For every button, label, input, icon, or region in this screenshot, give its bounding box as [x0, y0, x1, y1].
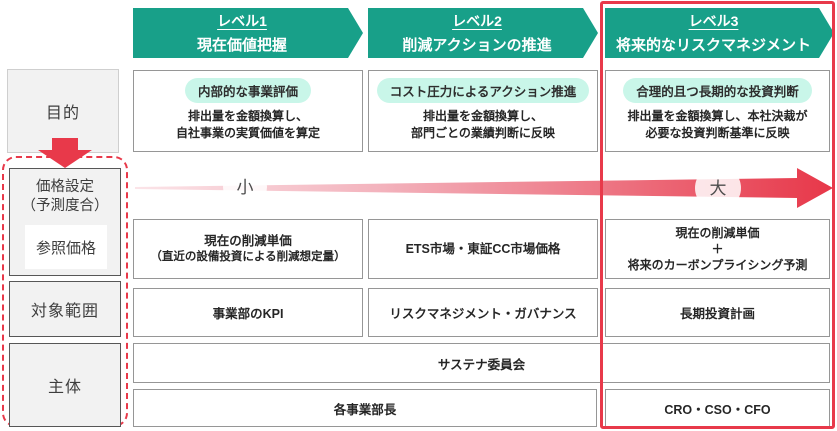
- scope-box-level3: 長期投資計画: [605, 288, 830, 337]
- scope-box-level1: 事業部のKPI: [133, 288, 363, 337]
- reference-price-box-level1: 現在の削減単価 （直近の設備投資による削減想定量）: [133, 219, 363, 279]
- purpose-pill-level1: 内部的な事業評価: [184, 78, 311, 103]
- level1-header: レベル1 現在価値把握: [133, 8, 363, 58]
- purpose-desc-level2: 排出量を金額換算し、 部門ごとの業績判断に反映: [411, 109, 555, 140]
- purpose-box-level1: 内部的な事業評価 排出量を金額換算し、 自社事業の実質価値を算定: [133, 70, 363, 152]
- small-circle: [223, 165, 267, 209]
- level3-title: 将来的なリスクマネジメント: [615, 37, 811, 54]
- reference-price-box-level2: ETS市場・東証CC市場価格: [368, 219, 598, 279]
- purpose-desc-level3: 排出量を金額換算し、本社決裁が 必要な投資判断基準に反映: [627, 109, 808, 140]
- down-arrow-icon: [38, 138, 92, 168]
- purpose-pill-level3: 合理的且つ長期的な投資判断: [623, 78, 812, 103]
- level1-title: 現在価値把握: [196, 37, 287, 54]
- level3-label: レベル3: [688, 13, 739, 29]
- executives-box: CRO・CSO・CFO: [605, 389, 830, 427]
- forecast-arrow-shape: [135, 168, 833, 208]
- purpose-box-level3: 合理的且つ長期的な投資判断 排出量を金額換算し、本社決裁が 必要な投資判断基準に…: [605, 70, 830, 152]
- purpose-pill-level2: コスト圧力によるアクション推進: [376, 78, 590, 103]
- scope-box-level2: リスクマネジメント・ガバナンス: [368, 288, 598, 337]
- reference-price-box-level3: 現在の削減単価 ＋ 将来のカーボンプライシング予測: [605, 219, 830, 279]
- level1-label: レベル1: [217, 13, 267, 29]
- division-heads-box: 各事業部長: [133, 389, 597, 427]
- purpose-box-level2: コスト圧力によるアクション推進 排出量を金額換算し、 部門ごとの業績判断に反映: [368, 70, 598, 152]
- level2-header: レベル2 削減アクションの推進: [368, 8, 598, 58]
- forecast-arrow: 小 大: [135, 165, 833, 211]
- price-setting-label: 価格設定 （予測度合）: [21, 179, 109, 214]
- reference-price-label-box: 参照価格: [25, 225, 107, 269]
- large-circle: [695, 165, 741, 211]
- level2-title: 削減アクションの推進: [402, 37, 552, 54]
- sustainability-committee-box: サステナ委員会: [133, 343, 830, 383]
- level3-header: レベル3 将来的なリスクマネジメント: [605, 8, 834, 58]
- level2-label: レベル2: [452, 13, 502, 29]
- large-circle-label: 大: [710, 179, 727, 198]
- small-circle-label: 小: [237, 178, 254, 197]
- price-setting-group: 価格設定 （予測度合） 参照価格: [9, 168, 121, 276]
- purpose-desc-level1: 排出量を金額換算し、 自社事業の実質価値を算定: [175, 109, 320, 140]
- purpose-label: 目的: [45, 105, 80, 122]
- scope-label-box: 対象範囲: [9, 281, 121, 337]
- subject-label-box: 主体: [9, 343, 121, 427]
